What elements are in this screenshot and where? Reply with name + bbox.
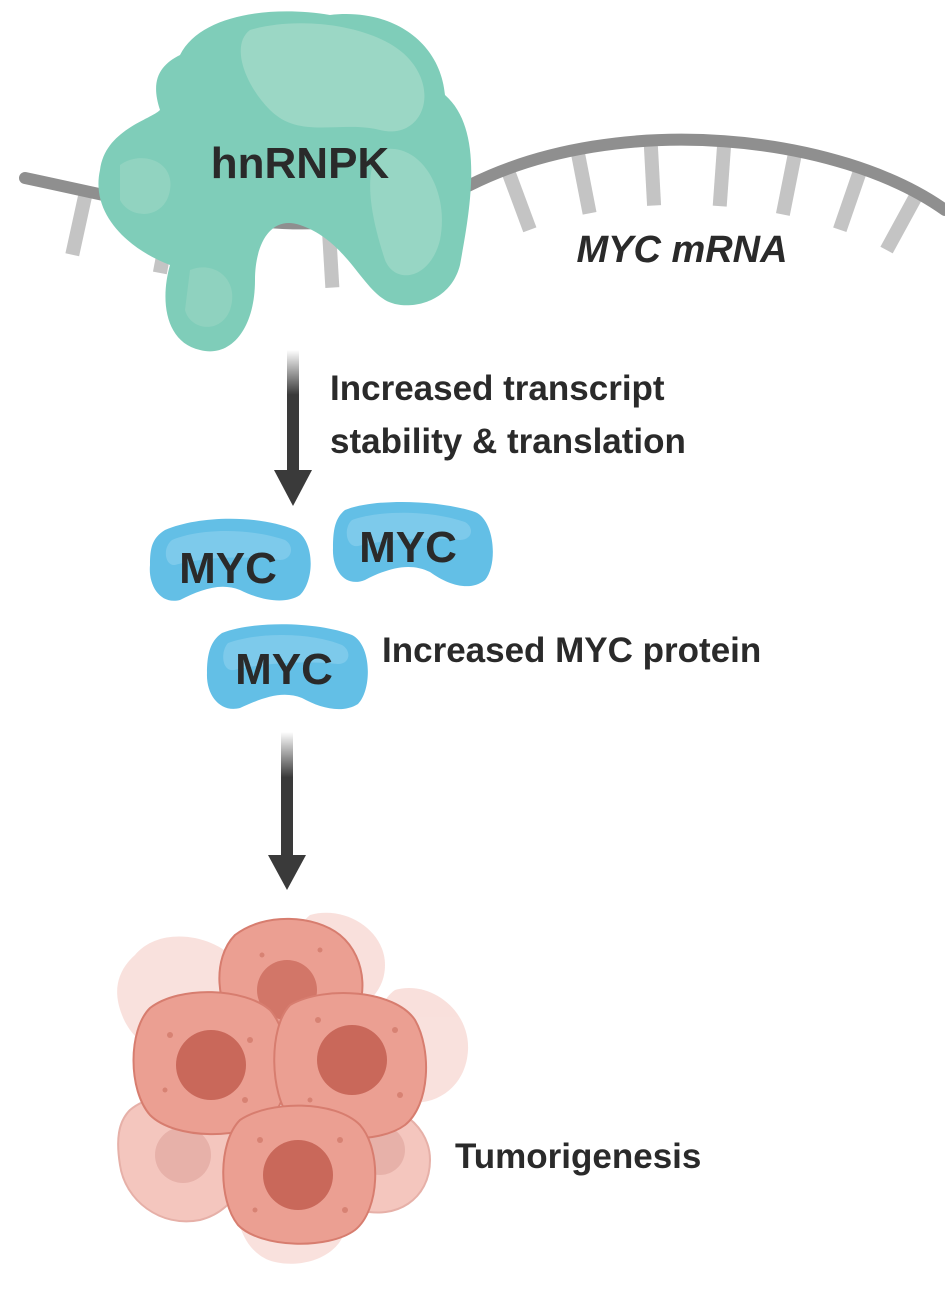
tumor-cell-cluster bbox=[117, 912, 469, 1264]
myc-label-2: MYC bbox=[359, 523, 457, 572]
myc-protein-3: MYC bbox=[206, 624, 368, 710]
myc-protein-1: MYC bbox=[149, 518, 311, 601]
mrna-base-tick bbox=[833, 166, 868, 233]
mrna-label: MYC mRNA bbox=[576, 229, 787, 271]
myc-label-3: MYC bbox=[235, 645, 333, 694]
mrna-base-tick bbox=[712, 140, 732, 207]
step1-label-line2: stability & translation bbox=[330, 422, 686, 461]
mrna-base-tick bbox=[643, 140, 662, 206]
step2-label: Increased MYC protein bbox=[382, 631, 761, 670]
arrow-2 bbox=[268, 732, 306, 890]
myc-protein-2: MYC bbox=[332, 501, 493, 587]
outcome-label: Tumorigenesis bbox=[455, 1137, 701, 1176]
mrna-base-tick bbox=[570, 148, 597, 215]
hnrnpk-protein: hnRNPK bbox=[98, 11, 472, 352]
myc-label-1: MYC bbox=[179, 544, 277, 593]
mrna-base-tick bbox=[500, 166, 537, 233]
mrna-base-tick bbox=[775, 149, 803, 216]
arrow-1 bbox=[274, 350, 312, 506]
step1-label-line1: Increased transcript bbox=[330, 369, 665, 408]
mrna-base-tick bbox=[65, 189, 93, 257]
mrna-base-tick bbox=[880, 189, 924, 254]
hnrnpk-label: hnRNPK bbox=[211, 139, 390, 188]
